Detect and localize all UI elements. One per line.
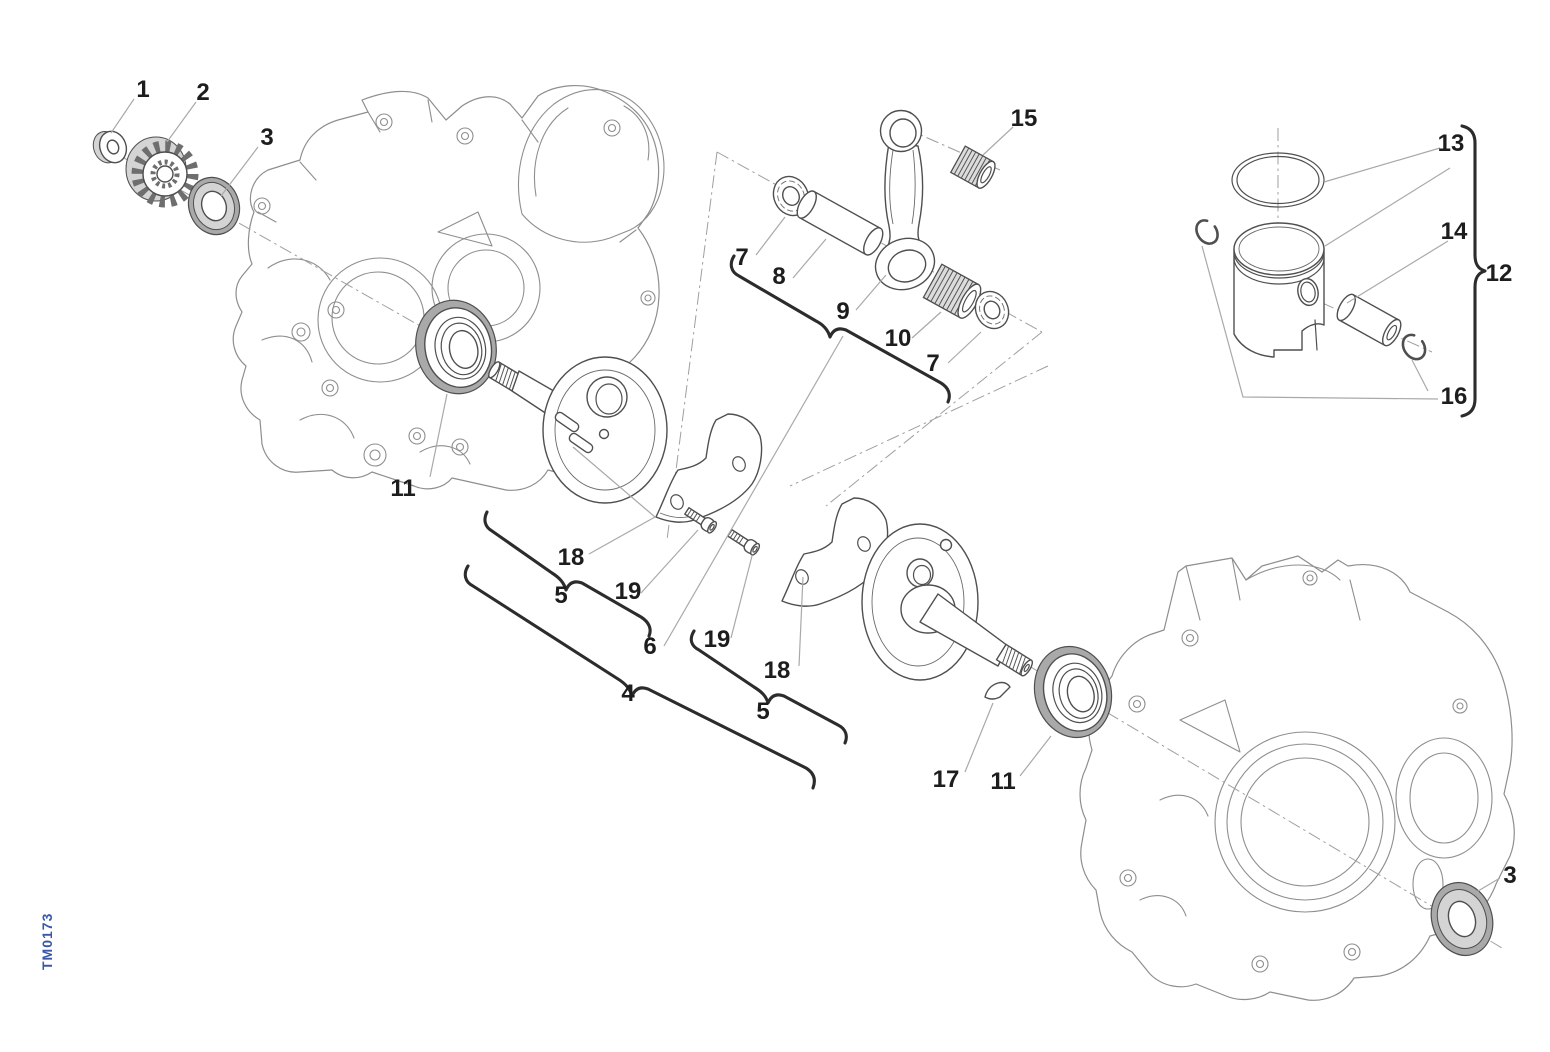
callout-18-right: 18 (764, 657, 791, 684)
brace-group-5-right (689, 629, 848, 745)
leader-lines (110, 98, 1501, 895)
brace-group-6 (729, 254, 951, 404)
callout-3-left: 3 (260, 124, 273, 151)
callout-18-left: 18 (558, 544, 585, 571)
callout-7-right: 7 (926, 350, 939, 377)
callout-19-left: 19 (615, 578, 642, 605)
brace-group-4 (463, 564, 816, 790)
small-end-bearing (949, 145, 996, 189)
callout-3-right: 3 (1503, 862, 1516, 889)
callout-13: 13 (1438, 130, 1465, 157)
callout-19-right: 19 (704, 626, 731, 653)
right-crankcase (1079, 555, 1515, 1001)
piston-pin (1336, 293, 1402, 347)
oil-seal-right (1430, 882, 1494, 956)
screw-left (684, 507, 718, 534)
brace-group-5-left (483, 510, 652, 638)
brace-group-12 (1460, 124, 1487, 418)
callout-15: 15 (1011, 105, 1038, 132)
callout-9: 9 (836, 298, 849, 325)
piston-ring (1231, 152, 1325, 208)
balance-shoe-left (655, 413, 763, 523)
callout-14: 14 (1441, 218, 1468, 245)
group-braces (463, 124, 1487, 790)
woodruff-key (984, 681, 1011, 700)
balance-shoe-right (781, 497, 889, 607)
callout-6: 6 (643, 633, 656, 660)
washer-1 (92, 130, 128, 164)
callout-4: 4 (621, 680, 635, 707)
callout-5-left: 5 (554, 582, 567, 609)
circlip-right (1401, 333, 1427, 361)
piston (1233, 222, 1325, 358)
crankshaft-left-half (488, 356, 668, 504)
right-crankcase-bolt-bosses (1119, 570, 1468, 973)
callout-8: 8 (772, 263, 785, 290)
crankshaft-right-half (861, 523, 1034, 681)
callout-labels: 1 2 3 15 13 14 12 16 7 8 9 10 7 11 18 5 … (136, 76, 1516, 889)
screw-right (727, 529, 761, 556)
circlip-left (1195, 219, 1219, 245)
callout-16: 16 (1441, 383, 1468, 410)
callout-11-right: 11 (990, 768, 1015, 795)
callout-5-right: 5 (756, 698, 769, 725)
crank-pin (796, 190, 884, 256)
oil-seal-left (187, 176, 241, 236)
primary-gear (125, 136, 199, 208)
callout-2: 2 (196, 79, 209, 106)
left-crankcase (232, 85, 665, 491)
left-crankcase-bolt-bosses (253, 113, 656, 467)
big-end-bearing (922, 263, 982, 319)
callout-11-left: 11 (390, 475, 415, 502)
drawing-code: TM0173 (39, 913, 55, 970)
main-bearing-left (415, 299, 497, 395)
callout-1: 1 (136, 76, 149, 103)
callout-10: 10 (885, 325, 912, 352)
callout-7-left: 7 (735, 244, 748, 271)
callout-17: 17 (933, 766, 960, 793)
connecting-rod (874, 109, 936, 291)
thrust-washer-right (974, 290, 1010, 330)
callout-12: 12 (1486, 260, 1513, 287)
main-bearing-right (1033, 645, 1113, 739)
